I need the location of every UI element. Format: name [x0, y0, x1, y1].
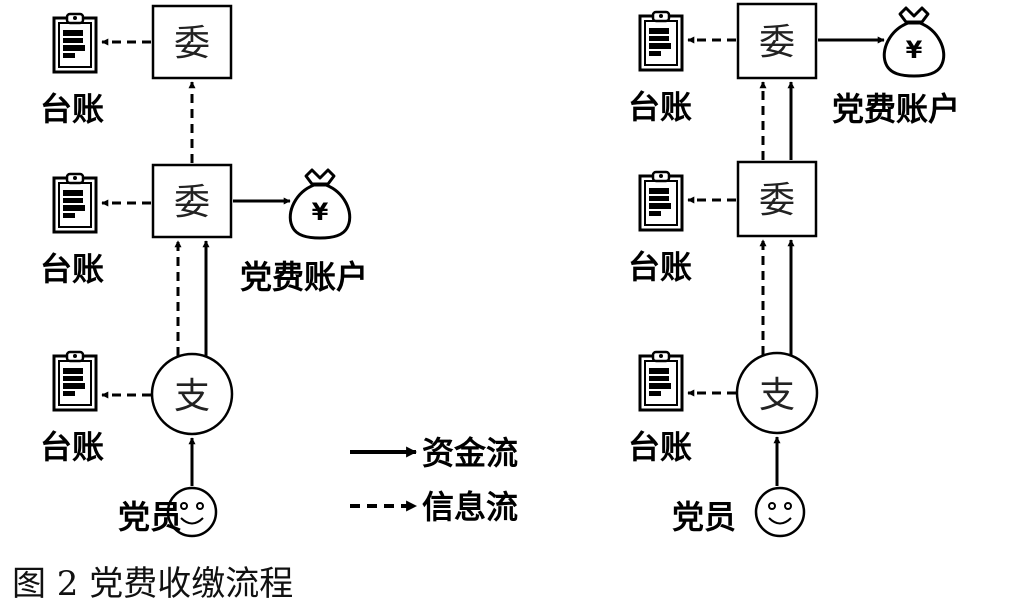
- left-flow: 委 委 支 党员 台账 台账 台账 ¥ 党费账户: [40, 4, 368, 538]
- legend: 资金流 信息流: [350, 434, 518, 526]
- left-party-fee-account-label: 党费账户: [240, 258, 368, 296]
- right-ledger-clipboard-icon: [638, 170, 684, 232]
- right-top-committee-box: [736, 2, 818, 80]
- right-ledger-label: 台账: [628, 428, 692, 466]
- left-mid-committee-box: [151, 163, 233, 239]
- right-member-smiley-icon: [754, 486, 806, 538]
- left-branch-label: 支: [174, 376, 210, 417]
- left-ledger-clipboard-icon: [52, 172, 98, 234]
- right-flow: 委 委 支 党员 台账 台账 台账 ¥ 党费账户: [628, 2, 960, 538]
- right-branch-label: 支: [759, 375, 795, 416]
- left-ledger-label: 台账: [40, 428, 104, 466]
- right-mid-committee-box: [736, 160, 818, 238]
- right-ledger-clipboard-icon: [638, 350, 684, 412]
- left-ledger-label: 台账: [40, 90, 104, 128]
- right-top-committee-label: 委: [759, 22, 795, 63]
- legend-info-flow-label: 信息流: [422, 488, 518, 526]
- left-ledger-clipboard-icon: [52, 12, 98, 74]
- right-branch-circle: [735, 351, 819, 435]
- right-mid-committee-label: 委: [759, 180, 795, 221]
- right-member-label: 党员: [672, 498, 736, 536]
- left-top-committee-label: 委: [174, 23, 210, 64]
- left-mid-committee-label: 委: [174, 182, 210, 223]
- right-ledger-clipboard-icon: [638, 10, 684, 72]
- right-ledger-label: 台账: [628, 88, 692, 126]
- right-money-symbol: ¥: [906, 36, 923, 64]
- right-ledger-label: 台账: [628, 248, 692, 286]
- left-ledger-label: 台账: [40, 250, 104, 288]
- left-top-committee-box: [151, 4, 233, 80]
- left-member-label: 党员: [118, 498, 182, 536]
- left-branch-circle: [150, 352, 234, 436]
- left-money-symbol: ¥: [312, 198, 329, 226]
- left-ledger-clipboard-icon: [52, 350, 98, 412]
- right-party-fee-account-label: 党费账户: [832, 90, 960, 128]
- legend-fund-flow-label: 资金流: [422, 434, 518, 472]
- figure-caption: 图 2 党费收缴流程: [12, 564, 294, 604]
